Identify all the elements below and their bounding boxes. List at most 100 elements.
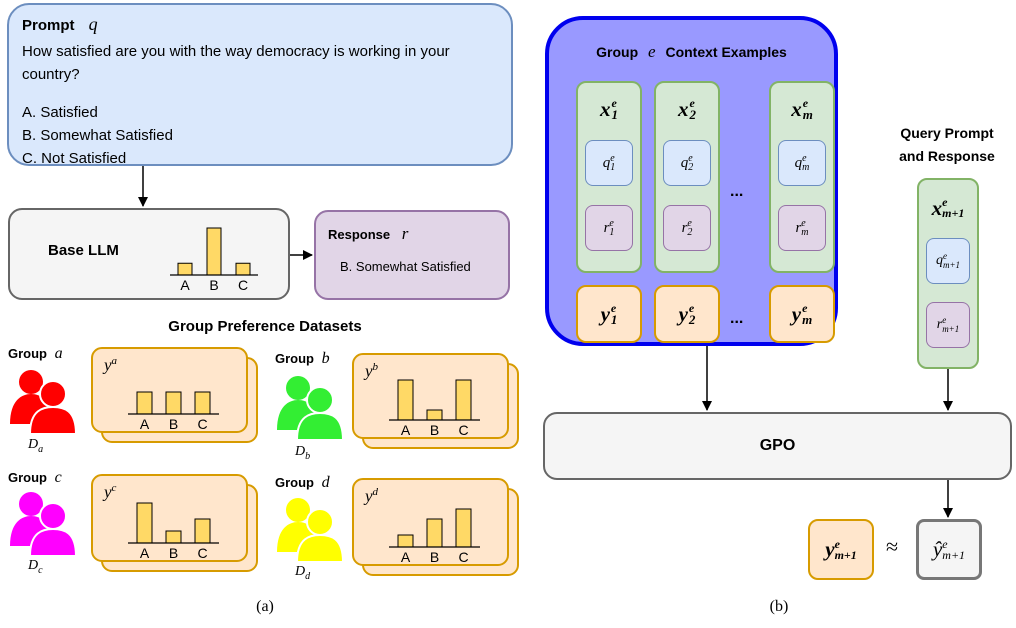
output-y-sub: m+1 <box>834 547 857 562</box>
group-c-dataset-sub: c <box>38 565 43 577</box>
query-r-letter: r <box>936 317 943 332</box>
output-yhat-sup: e <box>942 536 948 551</box>
prompt-option-c: C. Not Satisfied <box>22 150 127 167</box>
context-r-m-letter: r <box>795 219 802 236</box>
base-llm-tick-a: A <box>180 277 190 293</box>
context-r-m-sup: e <box>801 218 806 229</box>
output-y-letter: y <box>825 537 835 561</box>
context-q-m-letter: q <box>794 154 803 171</box>
dataset-d-tick-c: C <box>458 549 468 565</box>
query-title: Query Prompt and Response <box>878 122 1016 168</box>
context-x-m-sub: m <box>802 107 813 122</box>
context-ellipsis-top: ... <box>730 183 744 200</box>
dataset-d-chart: A B C <box>389 508 480 565</box>
output-yhat-letter: ŷ <box>932 537 943 561</box>
group-d-title: Group d <box>275 474 330 492</box>
context-r-1-sub: 1 <box>609 227 615 238</box>
dataset-b-y-sup: b <box>372 361 379 373</box>
context-r-m-sub: m <box>801 227 809 238</box>
base-llm-tick-c: C <box>238 277 248 293</box>
response-symbol: r <box>401 224 409 243</box>
group-a-dataset: Da <box>28 435 43 455</box>
context-q-m-sub: m <box>802 162 810 173</box>
dataset-b-tick-b: B <box>430 422 439 438</box>
approx-symbol: ≈ <box>886 534 899 559</box>
group-context-suffix: Context Examples <box>665 44 787 60</box>
group-d-dataset-sub: d <box>305 571 311 583</box>
group-context-title: Group e Context Examples <box>549 42 834 62</box>
context-q-m-sup: e <box>802 153 807 164</box>
output-yhat-sub: m+1 <box>942 547 966 562</box>
prompt-box: Prompt q How satisfied are you with the … <box>7 3 513 167</box>
context-y-1-sup: e <box>610 301 617 315</box>
context-r-1-sup: e <box>609 218 614 229</box>
prompt-options: A. Satisfied B. Somewhat Satisfied C. No… <box>22 101 173 170</box>
group-b-symbol: b <box>321 350 330 367</box>
prompt-symbol: q <box>88 14 98 34</box>
dataset-b-tick-c: C <box>458 422 468 438</box>
context-r-2-sup: e <box>687 218 692 229</box>
query-q-sup: e <box>942 251 947 261</box>
dataset-d-y-letter: y <box>365 486 373 506</box>
query-q-sub: m+1 <box>942 260 961 270</box>
context-x-2-sub: 2 <box>689 107 697 122</box>
context-y-1-letter: y <box>600 301 610 326</box>
dataset-a-y: ya <box>104 355 117 375</box>
context-q-1-letter: q <box>602 154 611 171</box>
group-a-label: Group <box>8 346 47 361</box>
dataset-a-tick-a: A <box>140 416 150 432</box>
dataset-a-tick-c: C <box>197 416 207 432</box>
datasets-title: Group Preference Datasets <box>168 318 362 335</box>
dataset-c-tick-a: A <box>140 545 150 561</box>
gpo-label: GPO <box>759 437 796 454</box>
query-r-sub: m+1 <box>942 324 960 334</box>
group-b-dataset: Db <box>295 442 310 462</box>
group-b-label: Group <box>275 351 314 366</box>
group-d-people-icon <box>277 498 345 563</box>
dataset-b-tick-a: A <box>401 422 411 438</box>
dataset-d-y: yd <box>365 486 378 506</box>
context-y-1-sub: 1 <box>610 312 618 327</box>
context-y-m-sub: m <box>802 312 813 327</box>
dataset-d-tick-a: A <box>401 549 411 565</box>
context-y-2-letter: y <box>678 301 688 326</box>
group-b-title: Group b <box>275 350 330 368</box>
prompt-label: Prompt <box>22 17 75 34</box>
group-c-dataset: Dc <box>28 556 43 576</box>
context-y-m-letter: y <box>791 301 802 326</box>
response-box: Response r B. Somewhat Satisfied <box>314 210 510 300</box>
context-y-m-sup: e <box>802 301 808 315</box>
dataset-a-chart: A B C <box>128 391 219 432</box>
dataset-a-tick-b: B <box>169 416 178 432</box>
context-y-2-sub: 2 <box>688 312 696 327</box>
context-q-2-sup: e <box>688 153 693 164</box>
context-r-1-letter: r <box>603 219 610 236</box>
context-q-1-sub: 1 <box>610 162 616 173</box>
query-q-letter: q <box>935 253 943 268</box>
context-x-1-sup: e <box>611 96 617 110</box>
group-context-prefix: Group <box>596 44 639 60</box>
group-a-dataset-letter: D <box>28 437 39 452</box>
group-a-symbol: a <box>54 345 63 362</box>
dataset-d-tick-b: B <box>430 549 439 565</box>
group-context-symbol: e <box>648 42 656 61</box>
group-a-people-icon <box>10 370 78 435</box>
dataset-c-tick-b: B <box>169 545 178 561</box>
group-d-dataset-letter: D <box>295 564 306 579</box>
